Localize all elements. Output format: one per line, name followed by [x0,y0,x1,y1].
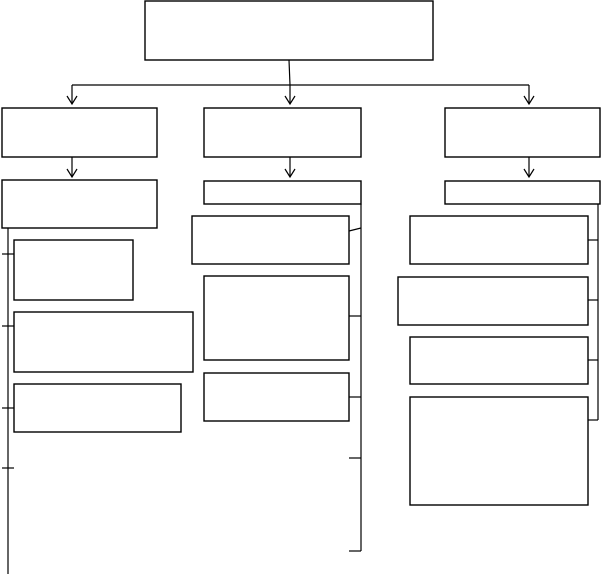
left-branch [1,107,194,574]
right-child-4 [409,396,589,506]
mid-bar-node [203,180,362,205]
root-node [144,0,434,61]
right-child-3 [409,336,589,385]
arrow-right-down-icon [523,168,535,179]
arrow-mid-icon [284,95,296,106]
left-child-2 [13,311,194,373]
arrow-right-icon [523,95,535,106]
mid-child-2 [203,275,350,361]
left-child-1 [13,239,134,301]
mid-child-1 [191,215,350,265]
mid-branch [191,107,362,552]
root-connector [66,59,535,106]
right-child-1 [409,215,589,265]
left-second-node [1,179,158,229]
right-bar-node [444,180,601,205]
right-child-2 [397,276,589,326]
arrow-left-icon [66,95,78,106]
right-top-node [444,107,601,158]
right-branch [397,107,601,506]
mid-top-node [203,107,362,158]
left-child-3 [13,383,182,433]
mid-child-3 [203,372,350,422]
left-top-node [1,107,158,158]
arrow-mid-down-icon [284,168,296,179]
arrow-left-down-icon [66,168,78,179]
